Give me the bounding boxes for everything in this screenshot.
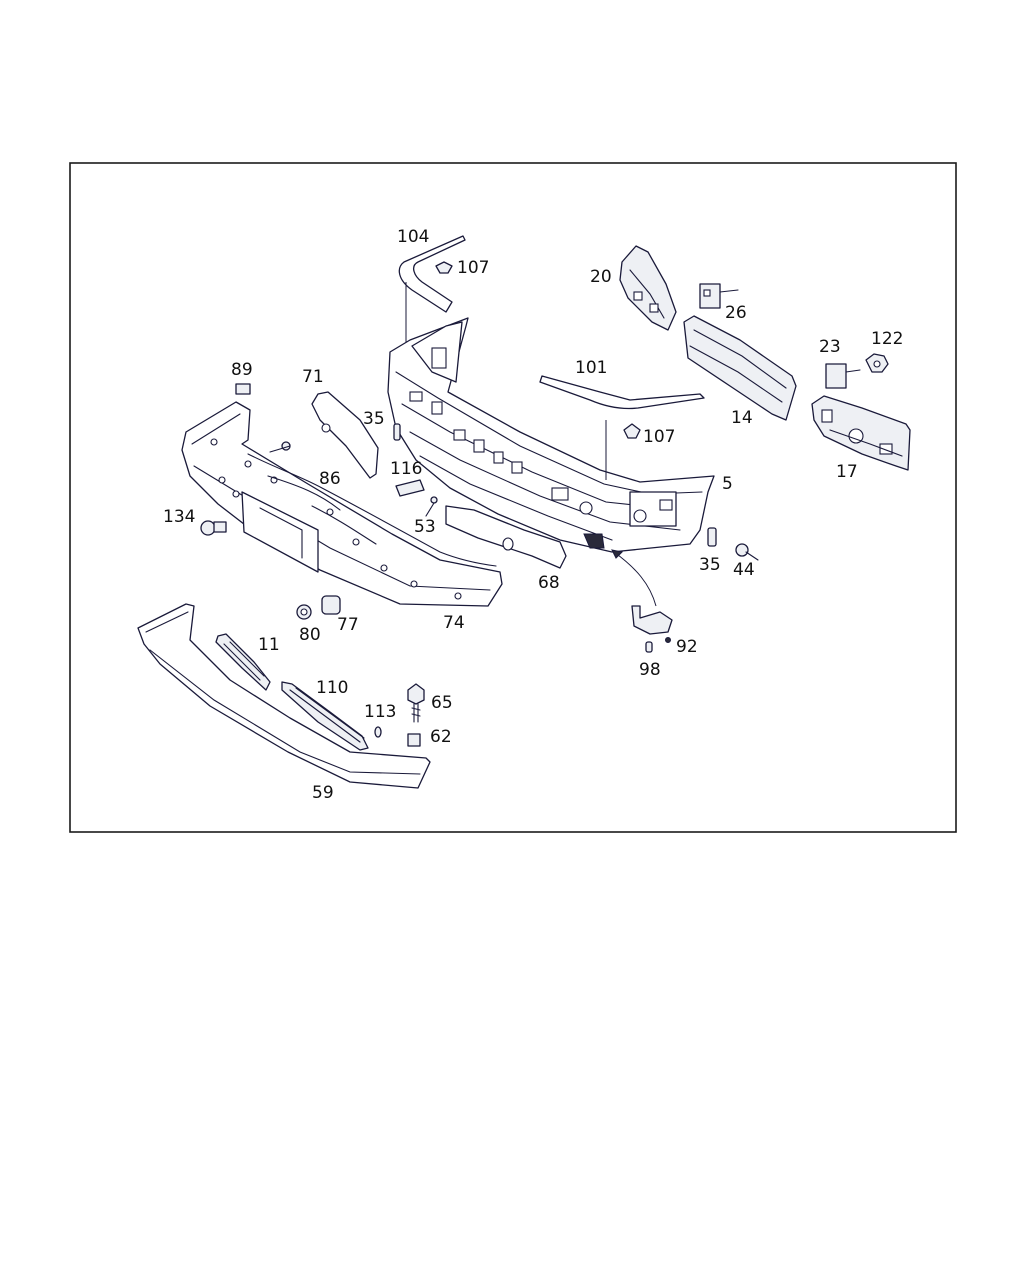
callout-107-lower: 107 — [643, 427, 675, 447]
callout-104: 104 — [397, 227, 429, 247]
callout-53: 53 — [414, 517, 436, 537]
callout-92: 92 — [676, 637, 698, 657]
callout-35-left: 35 — [363, 409, 385, 429]
callout-116: 116 — [390, 459, 422, 479]
callout-35-right: 35 — [699, 555, 721, 575]
callout-44: 44 — [733, 560, 755, 580]
part-86-wiring-harness — [247, 441, 497, 567]
callout-86: 86 — [319, 469, 341, 489]
callout-23: 23 — [819, 337, 841, 357]
part-92-mounting-bracket — [611, 549, 673, 643]
callout-20: 20 — [590, 267, 612, 287]
part-98-screw — [645, 641, 653, 653]
part-35-spacer-left — [393, 423, 401, 441]
part-107-clip-lower — [623, 423, 641, 439]
diagram-frame — [69, 162, 957, 833]
callout-74: 74 — [443, 613, 465, 633]
part-20-bracket — [619, 245, 677, 331]
callout-134: 134 — [163, 507, 195, 527]
part-89-clip — [235, 383, 251, 395]
part-26-clip — [699, 283, 739, 309]
part-44-grommet — [735, 543, 759, 561]
part-134-bolt — [200, 520, 227, 536]
callout-11: 11 — [258, 635, 280, 655]
part-17-bracket — [811, 395, 911, 471]
callout-26: 26 — [725, 303, 747, 323]
part-74-bumper-cover — [181, 401, 503, 607]
part-122-nut — [865, 353, 889, 373]
part-14-energy-absorber — [683, 315, 797, 421]
part-77-sleeve — [321, 595, 341, 615]
part-65-hex-bolt — [407, 683, 425, 723]
part-68-trim-strip — [445, 505, 567, 569]
part-35-spacer-right — [707, 527, 717, 547]
callout-113: 113 — [364, 702, 396, 722]
callout-71: 71 — [302, 367, 324, 387]
part-101-trim-strip — [539, 375, 705, 410]
part-116-clip — [395, 479, 425, 497]
part-107-clip-upper — [435, 261, 453, 274]
callout-17: 17 — [836, 462, 858, 482]
part-80-nut — [296, 604, 312, 620]
callout-59: 59 — [312, 783, 334, 803]
callout-65: 65 — [431, 693, 453, 713]
part-71-side-trim — [311, 391, 379, 479]
part-110-grille — [281, 681, 369, 751]
part-53-screw — [425, 496, 438, 517]
callout-110: 110 — [316, 678, 348, 698]
callout-107-upper: 107 — [457, 258, 489, 278]
part-104-trim-strip — [398, 235, 466, 342]
callout-68: 68 — [538, 573, 560, 593]
part-23-clip — [825, 363, 861, 389]
part-59-lower-spoiler — [137, 603, 431, 789]
callout-122: 122 — [871, 329, 903, 349]
callout-5: 5 — [722, 474, 733, 494]
part-5-bumper-carrier — [387, 317, 715, 553]
callout-101: 101 — [575, 358, 607, 378]
callout-14: 14 — [731, 408, 753, 428]
part-113-washer — [374, 726, 382, 738]
callout-62: 62 — [430, 727, 452, 747]
part-11-grille — [215, 633, 271, 691]
part-62-clip-nut — [407, 733, 421, 747]
callout-89: 89 — [231, 360, 253, 380]
callout-80: 80 — [299, 625, 321, 645]
callout-98: 98 — [639, 660, 661, 680]
callout-77: 77 — [337, 615, 359, 635]
